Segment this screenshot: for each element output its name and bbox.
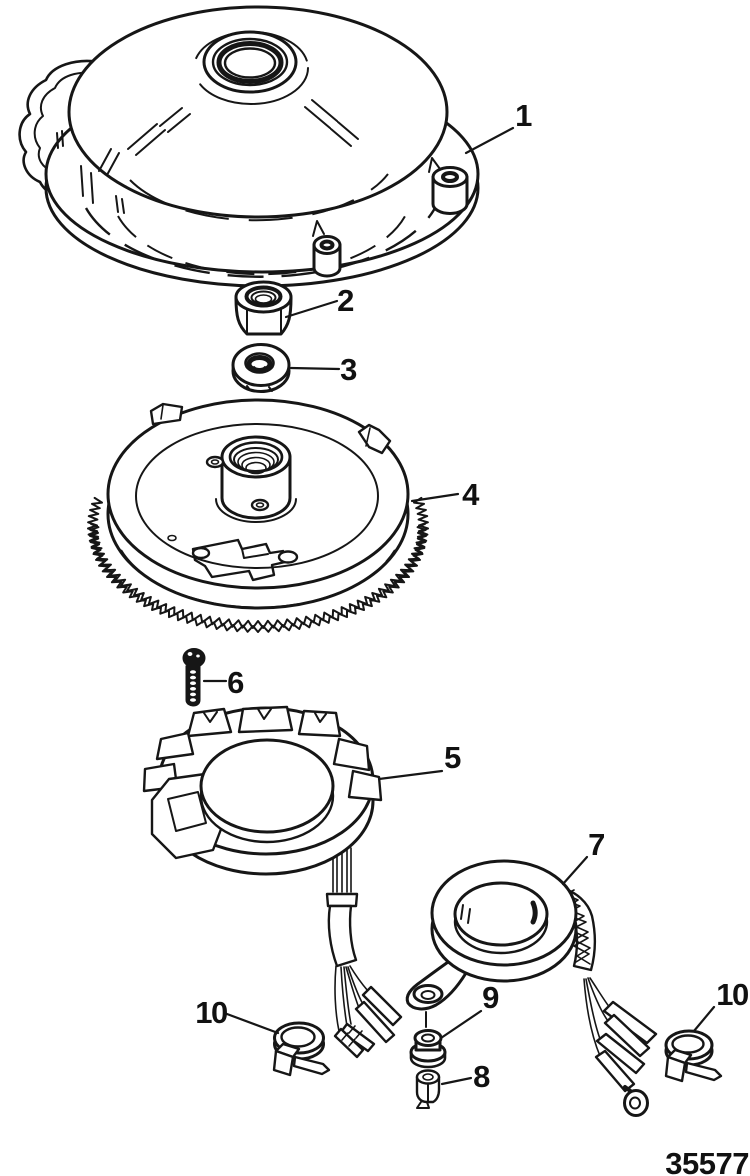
callout-5-leader: [377, 769, 444, 781]
stator-wire-wrap: [325, 892, 359, 908]
grommet: [409, 1029, 447, 1069]
flywheel-cover: [18, 5, 480, 288]
callout-4-label: 4: [462, 477, 480, 512]
callout-10-left-label: 10: [195, 995, 227, 1030]
callout-7-leader: [561, 855, 589, 886]
ring-gear-teeth-bottom: [89, 522, 427, 633]
trigger-bore: [453, 881, 549, 947]
callout-8-label: 8: [473, 1059, 490, 1094]
callout-9-leader: [439, 1009, 483, 1040]
stator-terminal-4: [333, 1027, 365, 1059]
cover-highlight-marks: [56, 99, 359, 214]
callout-10-right-label: 10: [716, 977, 748, 1012]
callout-7-label: 7: [588, 827, 604, 862]
flywheel-tab-right: [357, 423, 392, 455]
flywheel-side-bracket: [191, 538, 287, 582]
trigger-terminal-2: [603, 1013, 651, 1058]
callout-8-leader: [440, 1076, 473, 1086]
stator: [142, 705, 383, 876]
mounting-screw: [182, 648, 206, 707]
hex-nut: [234, 280, 293, 336]
callout-6-label: 6: [227, 665, 244, 700]
clamp-right-strap: [684, 1061, 723, 1082]
trigger-coil: [405, 859, 578, 1028]
callout-10-left-leader: [225, 1012, 280, 1035]
stator-bore: [199, 738, 335, 834]
flywheel-face-circle: [135, 423, 379, 569]
flywheel-tab-left: [149, 402, 184, 426]
callout-9-label: 9: [482, 980, 499, 1015]
clamp-small: [415, 1069, 441, 1109]
stator-wire-sleeve: [327, 904, 358, 968]
cover-boss-right: [428, 157, 469, 215]
hose-clamp-right: [664, 1029, 723, 1083]
part-number: 35577: [665, 1146, 749, 1176]
hose-clamp-left: [272, 1021, 331, 1077]
trigger-arm-hole: [412, 984, 444, 1004]
cover-rim-dashed-arc: [84, 201, 440, 278]
cover-hub: [193, 30, 309, 105]
washer: [231, 343, 291, 393]
stator-terminal-2: [354, 1000, 396, 1044]
callout-4-leader: [410, 492, 460, 503]
callout-1-leader: [464, 126, 515, 155]
stator-wires: [325, 847, 403, 1059]
callout-3-leader: [289, 366, 341, 371]
callout-3-label: 3: [340, 352, 357, 387]
flywheel: [87, 398, 429, 633]
ring-gear-teeth-top: [87, 496, 429, 629]
flywheel-hub: [215, 435, 297, 523]
trigger-terminal-4: [594, 1049, 636, 1093]
cover-dome-dashed-arc: [129, 173, 389, 222]
clamp-left-strap: [292, 1055, 331, 1076]
cover-left-flange-inner: [33, 71, 99, 173]
callout-2-leader: [284, 299, 339, 319]
cover-boss-bottom: [312, 220, 342, 278]
callouts: 1 2 3 4 5 6 7 8 9 10 10: [195, 98, 749, 1094]
callout-2-label: 2: [337, 283, 353, 318]
stator-terminal-1: [361, 985, 403, 1027]
flywheel-face-bosses: [205, 455, 270, 512]
cover-dome: [67, 5, 449, 219]
callout-1-label: 1: [515, 98, 532, 133]
trigger-wires: [552, 886, 658, 1117]
callout-5-label: 5: [444, 740, 461, 775]
callout-10-right-leader: [692, 1005, 716, 1033]
trigger-terminal-3: [595, 1032, 646, 1075]
trigger-ring-terminal: [623, 1089, 649, 1117]
